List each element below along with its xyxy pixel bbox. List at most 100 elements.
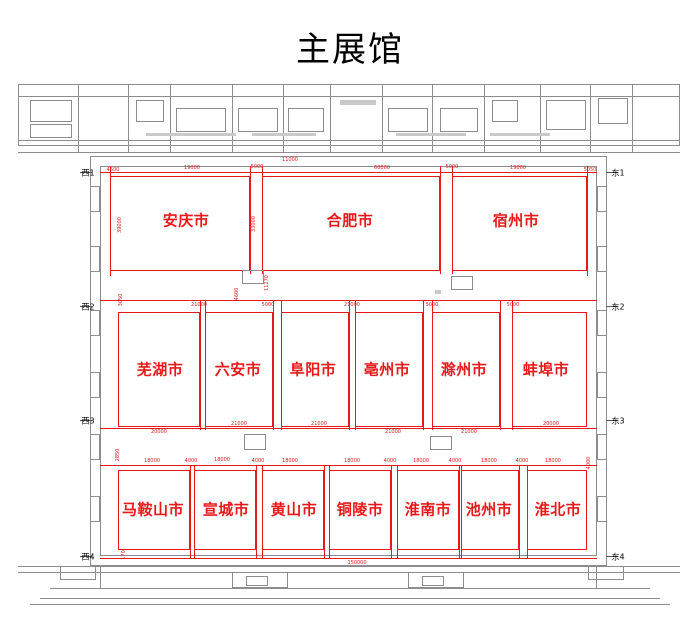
corridor-line bbox=[423, 300, 424, 430]
wall-column bbox=[90, 246, 100, 272]
top-structure-divider bbox=[283, 84, 284, 152]
booth-label-anqing[interactable]: 安庆市 bbox=[162, 211, 210, 230]
axis-tick bbox=[80, 556, 92, 557]
top-structure-divider bbox=[78, 84, 79, 152]
axis-label-west-3: 西3 bbox=[81, 416, 95, 426]
booth-label-maanshan[interactable]: 马鞍山市 bbox=[121, 500, 185, 519]
dimension-line bbox=[100, 465, 597, 466]
service-block bbox=[242, 270, 264, 284]
wall-column bbox=[90, 310, 100, 336]
dimension-label: 20000 bbox=[151, 429, 167, 435]
booth-label-huaibei[interactable]: 淮北市 bbox=[534, 500, 582, 519]
dimension-line bbox=[100, 558, 597, 559]
dimension-label: 39000 bbox=[117, 217, 123, 233]
booth-label-luan[interactable]: 六安市 bbox=[214, 360, 262, 379]
corridor-line bbox=[194, 465, 195, 558]
corridor-line bbox=[432, 300, 433, 430]
bottom-structure-line bbox=[50, 588, 650, 589]
dimension-label: 21000 bbox=[385, 429, 401, 435]
wall-column bbox=[597, 246, 607, 272]
top-structure-divider bbox=[330, 84, 331, 152]
service-block bbox=[435, 290, 441, 294]
corridor-line bbox=[262, 465, 263, 558]
booth-label-hefei[interactable]: 合肥市 bbox=[326, 211, 374, 230]
top-structure-block bbox=[340, 100, 376, 105]
dimension-line bbox=[100, 300, 597, 301]
service-block bbox=[451, 276, 473, 290]
corridor-line bbox=[527, 465, 528, 558]
top-structure-divider bbox=[128, 84, 129, 152]
bottom-room bbox=[588, 566, 624, 580]
dimension-label: 2850 bbox=[115, 448, 121, 462]
dimension-label: 4500 bbox=[106, 167, 120, 173]
top-structure-divider bbox=[432, 84, 433, 152]
corridor-line bbox=[500, 300, 501, 430]
dimension-label: 4000 bbox=[448, 458, 462, 464]
booth-label-chizhou[interactable]: 池州市 bbox=[465, 500, 513, 519]
top-structure-divider bbox=[632, 84, 633, 152]
axis-tick bbox=[80, 306, 92, 307]
top-structure-divider bbox=[484, 84, 485, 152]
dimension-label: 5000 bbox=[506, 302, 520, 308]
dimension-label: 18000 bbox=[282, 458, 298, 464]
dimension-label: 4000 bbox=[383, 458, 397, 464]
dimension-label: 21000 bbox=[311, 421, 327, 427]
booth-block-maanshan[interactable] bbox=[118, 470, 190, 550]
booth-label-wuhu[interactable]: 芜湖市 bbox=[136, 360, 184, 379]
corridor-line bbox=[461, 465, 462, 558]
dimension-label: 19000 bbox=[510, 165, 526, 171]
dimension-label: 4000 bbox=[184, 458, 198, 464]
corridor-line bbox=[452, 166, 453, 274]
corridor-line bbox=[273, 300, 274, 430]
booth-label-fuyang[interactable]: 阜阳市 bbox=[289, 360, 337, 379]
booth-label-suzhou[interactable]: 宿州市 bbox=[492, 211, 540, 230]
top-structure-block bbox=[252, 133, 316, 136]
top-room bbox=[136, 100, 164, 122]
corridor-line bbox=[262, 166, 263, 274]
bottom-structure-line bbox=[30, 604, 670, 605]
dimension-label: 18000 bbox=[144, 458, 160, 464]
top-structure-divider bbox=[382, 84, 383, 152]
booth-label-chuzhou[interactable]: 滁州市 bbox=[440, 360, 488, 379]
axis-label-west-1: 西1 bbox=[81, 168, 95, 178]
booth-block-wuhu[interactable] bbox=[118, 312, 200, 427]
dimension-line bbox=[100, 172, 597, 173]
top-room bbox=[30, 100, 72, 122]
dimension-label: 150000 bbox=[347, 560, 367, 566]
dimension-label: 5000 bbox=[445, 164, 459, 170]
top-room bbox=[440, 108, 478, 132]
top-structure-divider bbox=[232, 84, 233, 152]
axis-tick bbox=[606, 172, 618, 173]
top-room bbox=[546, 100, 586, 130]
top-room bbox=[176, 108, 226, 132]
top-structure-block bbox=[146, 133, 236, 136]
dimension-label: 3050 bbox=[118, 293, 124, 307]
booth-label-bengbu[interactable]: 蚌埠市 bbox=[522, 360, 570, 379]
dimension-label: 60000 bbox=[374, 165, 390, 171]
axis-label-west-4: 西4 bbox=[81, 552, 95, 562]
booth-label-tongling[interactable]: 铜陵市 bbox=[336, 500, 384, 519]
wall-column bbox=[90, 372, 100, 398]
bottom-structure-line bbox=[18, 572, 680, 573]
corridor-line bbox=[329, 465, 330, 558]
wall-column bbox=[90, 186, 100, 212]
bottom-room bbox=[422, 576, 444, 586]
dimension-label: 5050 bbox=[583, 167, 597, 173]
top-structure-divider bbox=[170, 84, 171, 152]
booth-label-huangshan[interactable]: 黄山市 bbox=[270, 500, 318, 519]
bottom-structure-line bbox=[40, 598, 660, 599]
wall-column bbox=[597, 434, 607, 460]
bottom-room bbox=[246, 576, 268, 586]
corridor-line bbox=[440, 166, 441, 274]
booth-label-huainan[interactable]: 淮南市 bbox=[404, 500, 452, 519]
top-structure-line bbox=[18, 152, 680, 153]
bottom-structure-line bbox=[18, 566, 680, 567]
top-room bbox=[492, 100, 518, 122]
top-room bbox=[388, 108, 428, 132]
dimension-label: 18000 bbox=[481, 458, 497, 464]
booth-label-xuancheng[interactable]: 宣城市 bbox=[202, 500, 250, 519]
bottom-room bbox=[232, 572, 288, 588]
top-room bbox=[598, 98, 628, 124]
booth-label-bozhou[interactable]: 亳州市 bbox=[363, 360, 411, 379]
corridor-line bbox=[519, 465, 520, 558]
